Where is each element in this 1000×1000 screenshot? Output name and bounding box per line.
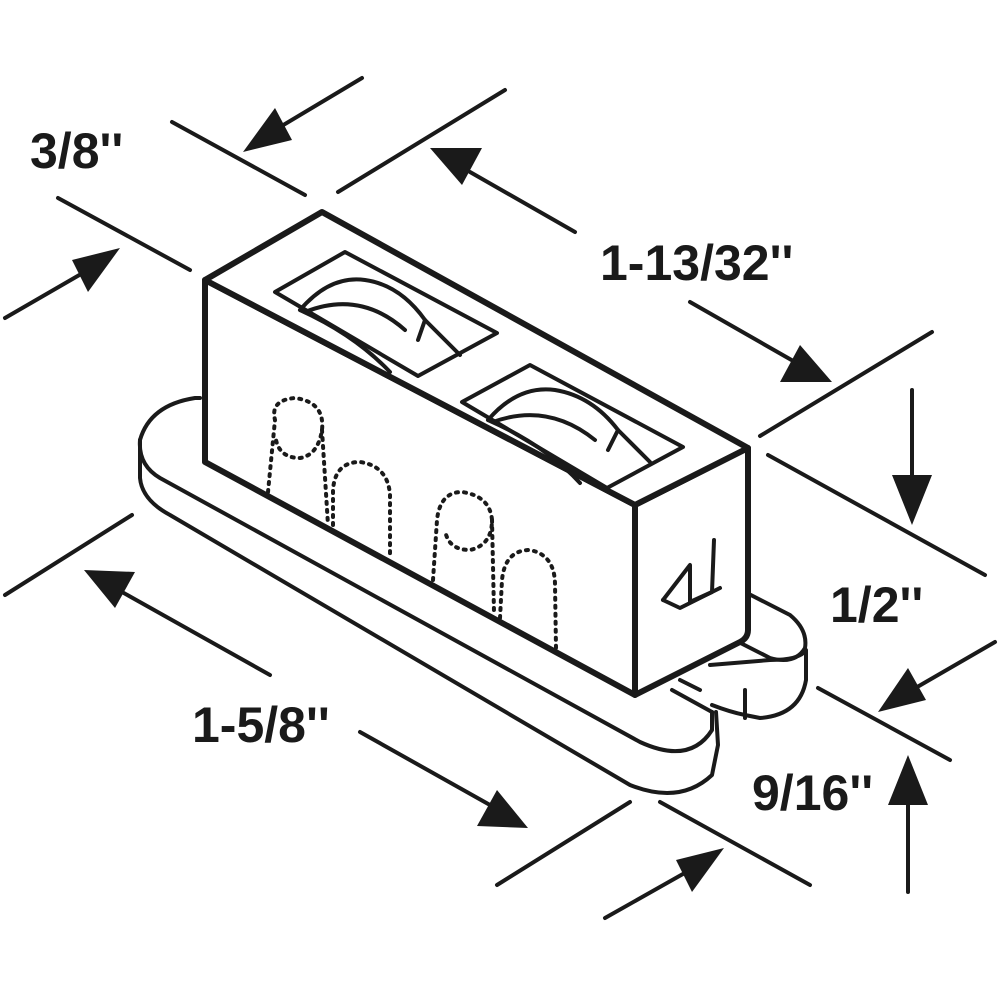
base-plate <box>137 396 808 795</box>
housing-body <box>202 209 751 698</box>
dimension-top-length: 1-13/32'' <box>336 88 934 438</box>
dimension-height: 1/2'' <box>766 388 987 762</box>
dimension-label-9-16: 9/16'' <box>752 765 873 821</box>
dimension-top-width: 3/8'' <box>3 76 364 320</box>
dimension-label-1-13-32: 1-13/32'' <box>600 235 793 291</box>
roller-rear <box>486 387 652 485</box>
dimension-label-3-8: 3/8'' <box>30 123 123 179</box>
locking-tab-icon <box>661 538 722 610</box>
dimension-base-width: 9/16'' <box>752 640 997 894</box>
hidden-features <box>266 395 558 650</box>
dimension-label-1-2: 1/2'' <box>830 577 923 633</box>
dimension-base-length: 1-5/8'' <box>3 513 812 920</box>
roller-front <box>298 277 462 374</box>
dimension-label-1-5-8: 1-5/8'' <box>192 697 330 753</box>
